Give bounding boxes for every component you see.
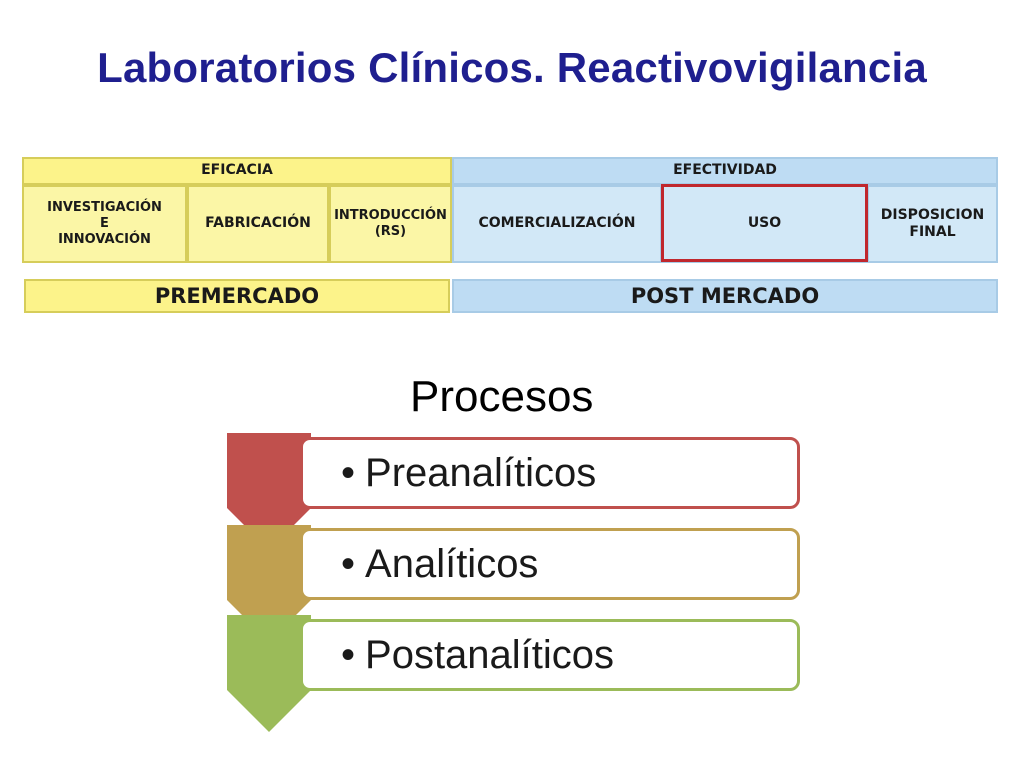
page-title: Laboratorios Clínicos. Reactivovigilanci… xyxy=(97,44,927,91)
bullet: • xyxy=(341,450,356,495)
process-step-label: Postanalíticos xyxy=(365,632,615,677)
stage-disposicion-final: DISPOSICION FINAL xyxy=(867,185,998,263)
premercado-bar: PREMERCADO xyxy=(24,279,450,313)
procesos-heading: Procesos xyxy=(410,372,594,421)
bullet: • xyxy=(341,632,356,677)
chevron-postanaliticos xyxy=(227,615,311,732)
postmercado-bar: POST MERCADO xyxy=(452,279,998,313)
process-step-analiticos: • Analíticos xyxy=(300,528,800,600)
stage-investigacion: INVESTIGACIÓN E INNOVACIÓN xyxy=(22,185,187,263)
chevron-preanaliticos xyxy=(227,433,311,550)
process-step-postanaliticos: • Postanalíticos xyxy=(300,619,800,691)
stage-fabricacion: FABRICACIÓN xyxy=(187,185,329,263)
stage-introduccion: INTRODUCCIÓN (RS) xyxy=(329,185,452,263)
process-step-label: Preanalíticos xyxy=(365,450,597,495)
bullet: • xyxy=(341,541,356,586)
process-step-preanaliticos: • Preanalíticos xyxy=(300,437,800,509)
stage-comercializacion: COMERCIALIZACIÓN xyxy=(452,185,662,263)
uso-highlight-frame xyxy=(661,184,868,262)
chevron-analiticos xyxy=(227,525,311,642)
eficacia-header: EFICACIA xyxy=(22,157,452,185)
process-step-label: Analíticos xyxy=(365,541,539,586)
